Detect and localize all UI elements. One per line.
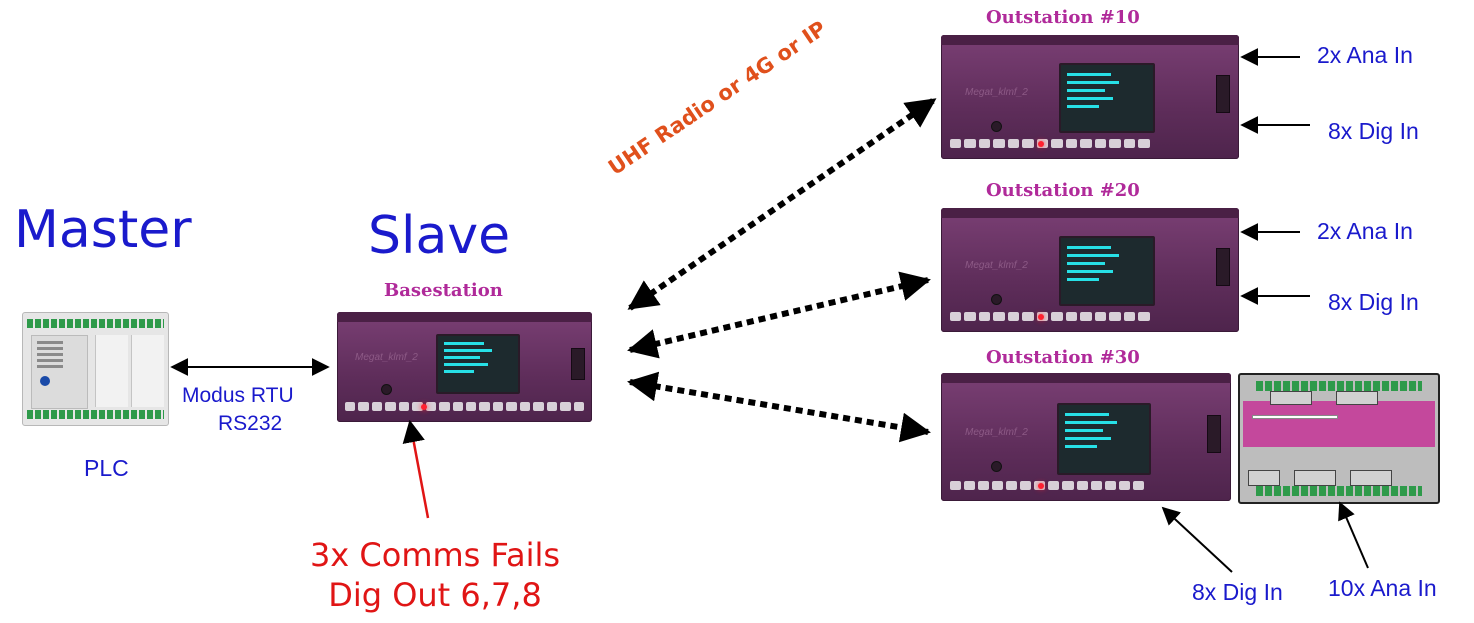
master-title: Master — [14, 200, 192, 260]
slave-title: Slave — [368, 206, 511, 266]
outstation-30-digital-label: 8x Dig In — [1192, 579, 1283, 605]
outstation-10-title: Outstation #10 — [986, 7, 1140, 28]
outstation-20-title: Outstation #20 — [986, 180, 1140, 201]
link-protocol-label: Modus RTU — [182, 384, 294, 407]
outstation-20-analog-label: 2x Ana In — [1317, 218, 1413, 244]
radio-link-30-arrow — [627, 371, 931, 443]
basestation-unit: Megat_klmf_2 — [337, 312, 592, 422]
comms-fail-line2: Dig Out 6,7,8 — [328, 576, 542, 614]
plc-label: PLC — [84, 455, 129, 481]
basestation-label: Basestation — [384, 280, 503, 301]
outstation-10-digital-label: 8x Dig In — [1328, 118, 1419, 144]
outstation-20-digital-label: 8x Dig In — [1328, 289, 1419, 315]
analogue-input-module — [1238, 373, 1440, 504]
outstation-10-unit: Megat_klmf_2 — [941, 35, 1239, 159]
outstation-10-analog-label: 2x Ana In — [1317, 42, 1413, 68]
plc-device — [22, 312, 169, 426]
comms-fail-line1: 3x Comms Fails — [309, 536, 561, 574]
plc-cpu-module — [31, 335, 88, 409]
outstation-20-unit: Megat_klmf_2 — [941, 208, 1239, 332]
comms-fail-label: 3x Comms Fails Dig Out 6,7,8 — [270, 535, 600, 615]
radio-link-20-arrow — [627, 271, 931, 359]
module-brand-label — [1252, 415, 1338, 419]
radio-link-10-arrow — [627, 97, 937, 311]
comms-fail-arrow — [402, 419, 430, 519]
link-interface-label: RS232 — [218, 412, 283, 435]
input-arrow — [1338, 501, 1369, 569]
module-panel — [1243, 401, 1435, 447]
outstation-30-analog-label: 10x Ana In — [1328, 575, 1437, 601]
plc-io-module — [95, 335, 128, 407]
outstation-30-unit: Megat_klmf_2 — [941, 373, 1231, 501]
plc-io-module — [131, 335, 164, 407]
input-arrow — [1161, 506, 1233, 573]
outstation-30-title: Outstation #30 — [986, 347, 1140, 368]
